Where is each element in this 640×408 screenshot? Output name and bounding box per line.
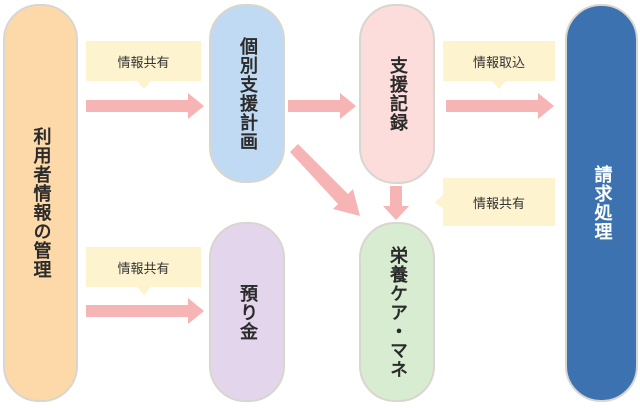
info-import-label: 情報取込 (472, 55, 525, 71)
arrow-record-to-nutrition (383, 186, 409, 220)
deposit-node: 預り金 (209, 222, 285, 402)
arrow-plan-to-record (288, 93, 356, 119)
arrow-userinfo-to-plan (86, 93, 204, 119)
info-share-tag-bottom: 情報共有 (86, 247, 201, 295)
individual-support-plan-label: 個別支援計画 (237, 36, 258, 151)
nutrition-care-label: 栄養ケア・マネ (387, 245, 408, 379)
info-share-tag-top: 情報共有 (86, 41, 201, 89)
arrow-record-to-billing (446, 93, 554, 119)
info-share-right-label: 情報共有 (472, 196, 525, 212)
arrow-userinfo-to-deposit (86, 298, 204, 324)
info-share-tag-right: 情報共有 (435, 178, 555, 226)
individual-support-plan-node: 個別支援計画 (209, 4, 285, 183)
billing-processing-label: 請求処理 (591, 165, 613, 241)
support-record-node: 支援記録 (359, 4, 435, 184)
user-info-management-label: 利用者情報の管理 (30, 127, 52, 279)
support-record-label: 支援記録 (387, 56, 408, 132)
info-share-top-label: 情報共有 (117, 55, 170, 71)
user-info-management-node: 利用者情報の管理 (3, 4, 78, 402)
nutrition-care-node: 栄養ケア・マネ (359, 222, 435, 402)
billing-processing-node: 請求処理 (565, 4, 638, 402)
info-import-tag: 情報取込 (443, 41, 555, 89)
deposit-label: 預り金 (237, 283, 258, 341)
arrow-plan-to-nutrition (290, 144, 360, 216)
info-share-bottom-label: 情報共有 (117, 261, 170, 277)
